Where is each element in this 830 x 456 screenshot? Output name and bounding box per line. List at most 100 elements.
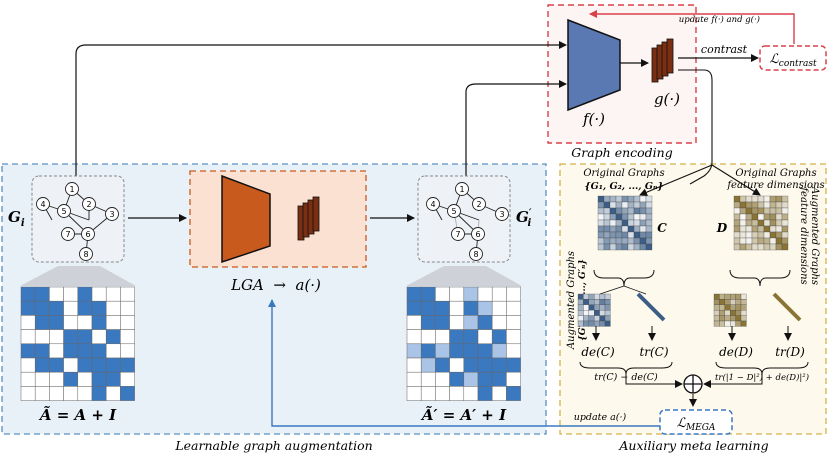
graph-node [455, 182, 469, 196]
heatmap-cell [577, 320, 584, 327]
heatmap-cell [639, 219, 647, 227]
matrix-cell [477, 386, 493, 401]
matrix-cell [506, 329, 521, 345]
graph-gi-box [31, 175, 125, 263]
matrix-cell [491, 329, 507, 345]
graph-node [495, 207, 509, 221]
heatmap-cell [739, 207, 747, 215]
projector-label: g(·) [654, 90, 680, 108]
heatmap-cell [627, 237, 635, 245]
matrix-cell [406, 300, 422, 316]
matrix-cell [120, 286, 135, 302]
heatmap-cell [757, 225, 765, 233]
matrix-cell [49, 343, 64, 359]
heatmap-cell [583, 315, 589, 322]
heatmap-cell [781, 201, 789, 209]
heatmap-cell [745, 225, 753, 233]
graph-node-label: 5 [61, 207, 66, 216]
matrix-cell [63, 343, 79, 359]
matrix-cell [20, 329, 36, 345]
heatmap-cell [724, 310, 731, 316]
heatmap-cell [739, 225, 747, 233]
matrix-cell [120, 371, 135, 387]
adjacency-matrix-a [20, 286, 135, 401]
heatmap-cell [599, 310, 606, 316]
heatmap-cell [745, 231, 753, 239]
matrix-cell [105, 371, 121, 387]
heatmap-cell [639, 207, 647, 215]
heatmap-cell [763, 213, 771, 221]
matrix-cell [20, 357, 36, 373]
heatmap-cell [713, 310, 720, 316]
matrix-cell [91, 286, 107, 302]
matrix-cell [105, 286, 121, 302]
matrix-cell [449, 371, 465, 387]
matrix-cell [491, 300, 507, 316]
heatmap-cell [775, 237, 783, 245]
matrix-cell [105, 357, 121, 373]
matrix-cell [463, 329, 479, 345]
matrix-cell [477, 329, 493, 345]
matrix-cell [63, 357, 79, 373]
matrix-cell [77, 329, 93, 345]
heatmap-cell [757, 219, 765, 227]
matrix-cell [34, 357, 50, 373]
matrix-c-small [577, 293, 611, 327]
matrix-cell [420, 357, 436, 373]
contrast-loss-box [759, 45, 827, 71]
heatmap-cell [609, 213, 617, 221]
heatmap-cell [645, 219, 653, 227]
heatmap-cell [730, 310, 736, 316]
mat-c-label: C [657, 221, 667, 235]
tr-c-label: tr(C) [639, 345, 668, 359]
matrix-cell [506, 357, 521, 373]
heatmap-cell [645, 231, 653, 239]
matrix-cell [406, 371, 422, 387]
heatmap-cell [627, 207, 635, 215]
heatmap-cell [739, 213, 747, 221]
heatmap-cell [733, 213, 741, 221]
heatmap-cell [733, 201, 741, 209]
matrix-cell [120, 343, 135, 359]
heatmap-cell [627, 225, 635, 233]
heatmap-cell [739, 237, 747, 245]
heatmap-cell [597, 195, 605, 203]
heatmap-cell [757, 207, 765, 215]
heatmap-cell [740, 304, 747, 311]
update-fg-arrow [589, 10, 795, 44]
heatmap-cell [740, 320, 747, 327]
graph-node [469, 247, 483, 261]
matrix-cell [463, 315, 479, 330]
heatmap-cell [599, 293, 606, 300]
encoder-f [567, 18, 621, 112]
matrix-cell [120, 357, 135, 373]
heatmap-cell [745, 201, 753, 209]
graph-node-label: 3 [109, 210, 114, 219]
matrix-cell [105, 300, 121, 316]
heatmap-cell [769, 237, 777, 245]
heatmap-cell [745, 237, 753, 245]
heatmap-cell [751, 231, 759, 239]
heatmap-cell [733, 231, 741, 239]
heatmap-cell [594, 299, 600, 305]
graph-node [36, 197, 50, 211]
heatmap-cell [719, 304, 725, 311]
heatmap-cell [603, 219, 611, 227]
matrix-cell [491, 343, 507, 359]
matrix-cell [120, 386, 135, 401]
heatmap-cell [594, 310, 600, 316]
heatmap-cell [597, 243, 605, 251]
graph-node [472, 197, 486, 211]
heatmap-cell [603, 213, 611, 221]
matrix-cell [406, 329, 422, 345]
contrast-label: contrast [701, 43, 748, 56]
heatmap-cell [599, 320, 606, 327]
matrix-cell [449, 386, 465, 401]
heatmap-cell [740, 310, 747, 316]
matrix-cell [63, 329, 79, 345]
matrix-cell [435, 357, 450, 373]
matrix-cell [491, 357, 507, 373]
heatmap-cell [583, 320, 589, 327]
heatmap-cell [621, 237, 629, 245]
matrix-cell [491, 315, 507, 330]
